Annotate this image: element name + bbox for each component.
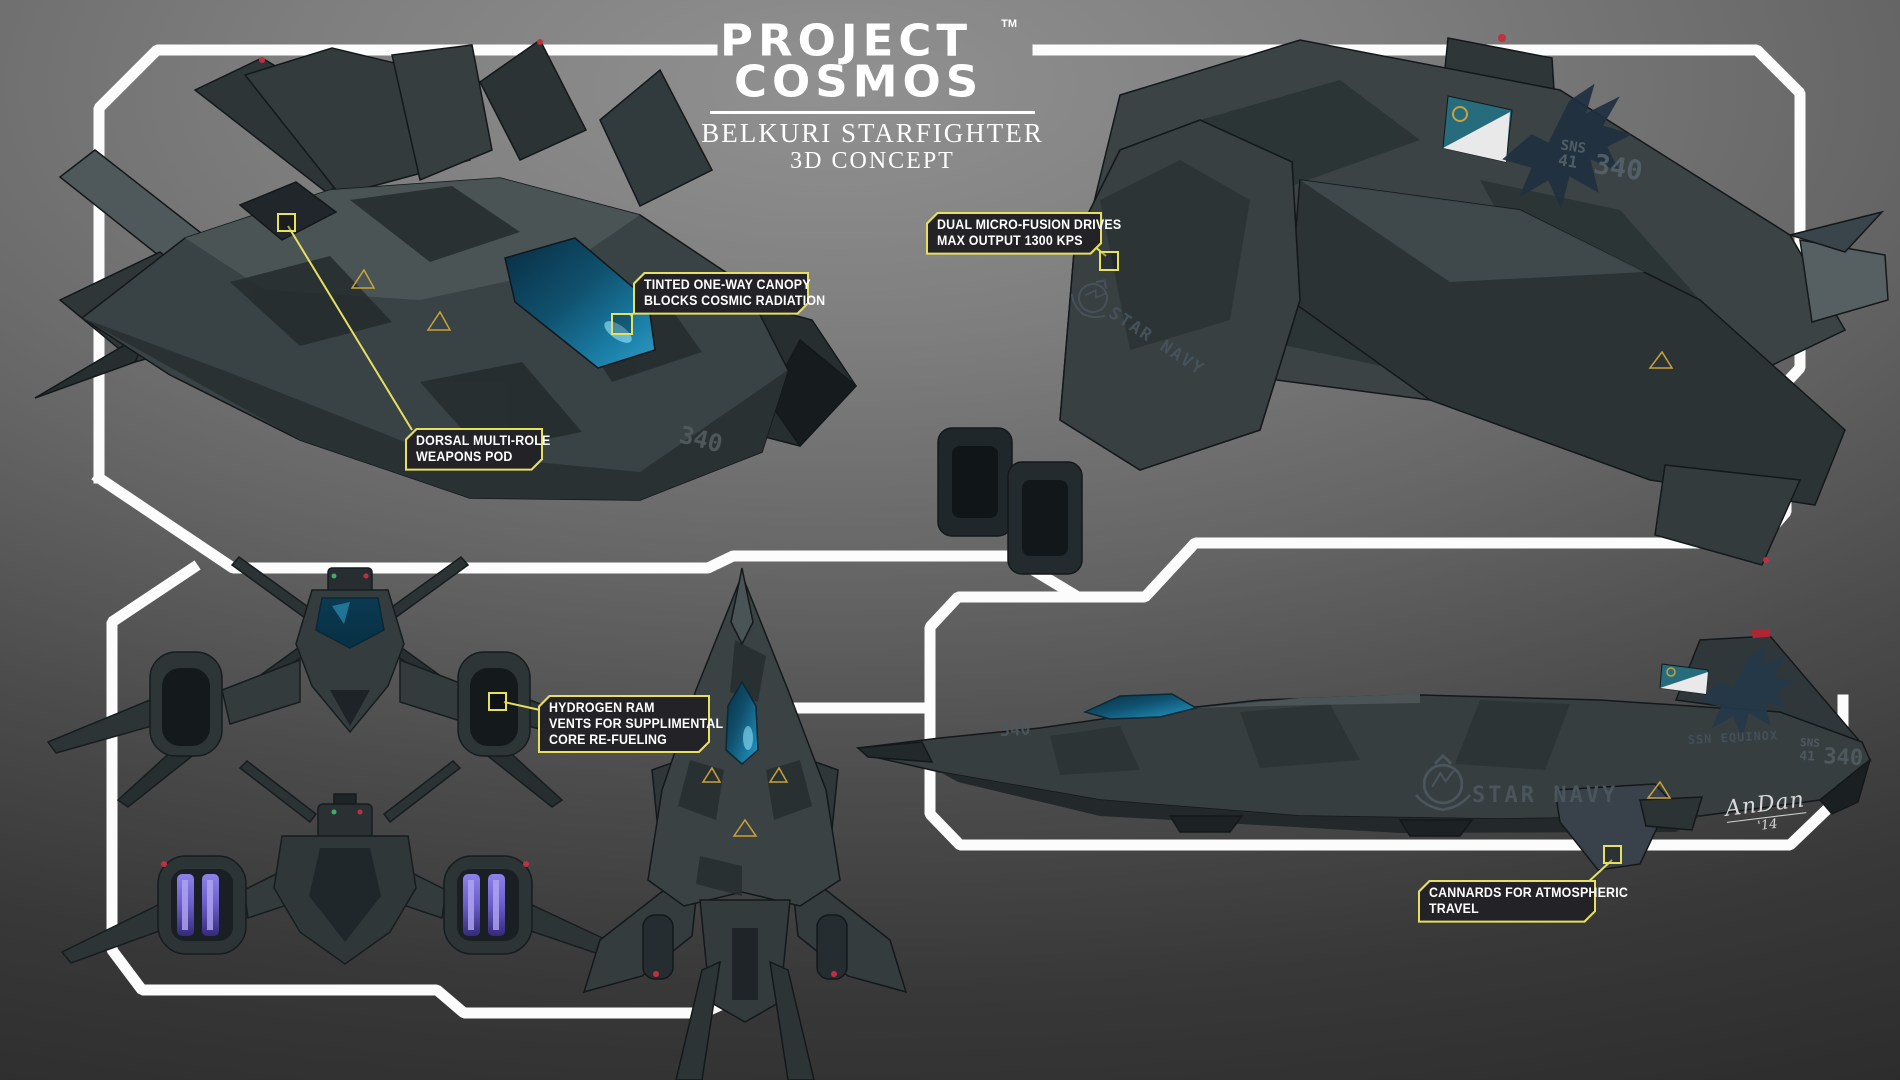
ship-name-marking: SSN EQUINOX bbox=[1687, 728, 1778, 747]
callout-text: WEAPONS POD bbox=[416, 448, 513, 464]
ship-rear-view-lower bbox=[60, 760, 630, 965]
callout-panel bbox=[407, 430, 541, 469]
callout-canopy: TINTED ONE-WAY CANOPY BLOCKS COSMIC RADI… bbox=[633, 272, 826, 315]
svg-text:340: 340 bbox=[1823, 744, 1864, 771]
callout-text: MAX OUTPUT 1300 KPS bbox=[937, 232, 1083, 248]
svg-text:41: 41 bbox=[1557, 150, 1579, 172]
svg-text:41: 41 bbox=[1799, 749, 1816, 765]
anchor-ram-vents bbox=[488, 692, 507, 711]
callout-panel bbox=[928, 214, 1100, 253]
trademark-symbol: TM bbox=[1001, 18, 1017, 30]
callout-text: BLOCKS COSMIC RADIATION bbox=[644, 292, 826, 308]
title-block: TM PROJECT COSMOS BELKURI STARFIGHTER 3D… bbox=[700, 15, 1045, 175]
fusion-drive-nozzles bbox=[937, 427, 1083, 575]
hull-warning-triangles bbox=[350, 268, 452, 331]
subtitle-starfighter: BELKURI STARFIGHTER bbox=[701, 117, 1044, 148]
callout-panel bbox=[540, 697, 708, 751]
svg-text:SNS: SNS bbox=[1800, 736, 1821, 750]
anchor-weapons-pod bbox=[277, 213, 296, 232]
hull-number-side: 340 bbox=[999, 719, 1031, 741]
title-divider-rule bbox=[710, 110, 1035, 114]
canopy-glass-front bbox=[315, 597, 385, 649]
callout-ram-vents: HYDROGEN RAM VENTS FOR SUPPLIMENTAL CORE… bbox=[538, 695, 724, 753]
tail-flag-emblem-side bbox=[1659, 663, 1709, 695]
callout-panel bbox=[635, 274, 807, 313]
callout-weapons-pod: DORSAL MULTI-ROLE WEAPONS POD bbox=[405, 428, 551, 471]
callout-text: HYDROGEN RAM bbox=[549, 700, 655, 715]
engine-pod-right bbox=[443, 855, 533, 955]
anchor-drives bbox=[1099, 251, 1119, 271]
tail-squadron-markings: SNS 41 340 bbox=[1799, 736, 1864, 771]
svg-text:SNS: SNS bbox=[1559, 137, 1586, 157]
wing-squadron-markings: SNS 41 340 bbox=[1557, 137, 1645, 187]
callout-text: VENTS FOR SUPPLIMENTAL bbox=[549, 715, 724, 731]
callout-text: CANNARDS FOR ATMOSPHERIC bbox=[1429, 885, 1629, 900]
anchor-canopy bbox=[611, 313, 633, 335]
project-title-line1: PROJECT bbox=[720, 15, 973, 66]
callout-canards: CANNARDS FOR ATMOSPHERIC TRAVEL bbox=[1418, 880, 1629, 923]
callout-text: CORE RE-FUELING bbox=[549, 731, 668, 747]
hull-warning-triangles bbox=[701, 766, 789, 837]
ship-top-left-view: 340 bbox=[34, 38, 858, 501]
ship-side-view: SSN EQUINOX SNS 41 340 STAR NAVY 340 bbox=[855, 628, 1872, 871]
svg-text:340: 340 bbox=[1592, 149, 1645, 187]
ship-top-down-view bbox=[582, 567, 908, 1080]
callout-text: TINTED ONE-WAY CANOPY bbox=[644, 277, 811, 292]
ship-top-right-view: SNS 41 340 STAR NAVY bbox=[937, 34, 1889, 575]
callout-text: TRAVEL bbox=[1429, 900, 1479, 916]
callout-panel bbox=[1420, 882, 1594, 921]
engine-pod-left bbox=[157, 855, 247, 955]
navy-title-marking: STAR NAVY bbox=[1472, 783, 1618, 808]
tail-flag-emblem bbox=[1442, 95, 1513, 163]
camo-patches bbox=[1050, 700, 1570, 775]
anchor-canard bbox=[1603, 845, 1622, 864]
subtitle-concept: 3D CONCEPT bbox=[790, 147, 955, 174]
callout-drives: DUAL MICRO-FUSION DRIVES MAX OUTPUT 1300… bbox=[926, 212, 1122, 255]
dorsal-weapons-pod bbox=[238, 181, 338, 241]
project-title-line2: COSMOS bbox=[734, 56, 984, 108]
ship-front-view-upper bbox=[46, 555, 634, 808]
callout-text: DUAL MICRO-FUSION DRIVES bbox=[937, 217, 1122, 232]
callout-text: DORSAL MULTI-ROLE bbox=[416, 433, 551, 448]
